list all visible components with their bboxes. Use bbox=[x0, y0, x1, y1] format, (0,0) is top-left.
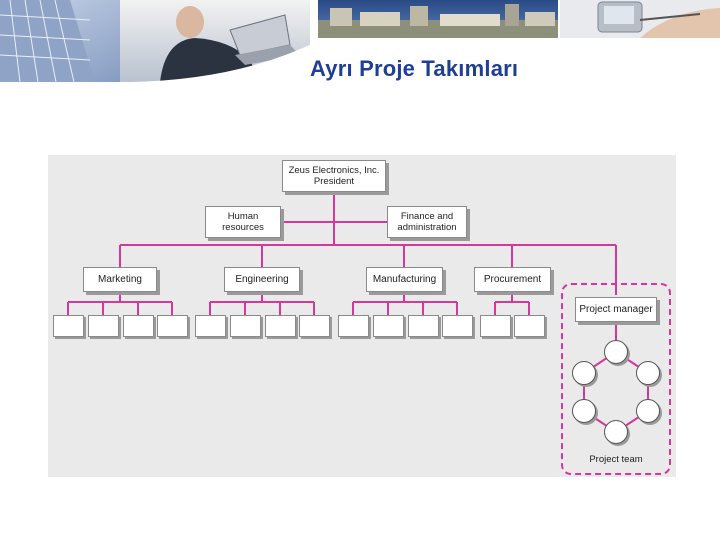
engineering-staff-box bbox=[299, 315, 330, 337]
project-team-label: Project team bbox=[589, 454, 643, 465]
project-manager-box: Project manager bbox=[575, 297, 657, 322]
procurement-box: Procurement bbox=[474, 267, 551, 292]
procurement-staff-box bbox=[480, 315, 511, 337]
engineering-staff-box bbox=[265, 315, 296, 337]
marketing-box: Marketing bbox=[83, 267, 157, 292]
header-banner bbox=[0, 0, 720, 82]
team-member-node bbox=[636, 361, 660, 385]
manufacturing-staff-box bbox=[442, 315, 473, 337]
pda-hand-photo bbox=[560, 0, 720, 38]
marketing-staff-box bbox=[157, 315, 188, 337]
marketing-staff-box bbox=[123, 315, 154, 337]
marketing-staff-box bbox=[88, 315, 119, 337]
team-member-node bbox=[572, 399, 596, 423]
team-member-node bbox=[572, 361, 596, 385]
businessman-laptop-photo bbox=[120, 0, 310, 82]
team-member-node bbox=[636, 399, 660, 423]
project-team-boundary bbox=[561, 283, 671, 475]
manufacturing-box: Manufacturing bbox=[366, 267, 443, 292]
finance-administration-box: Finance and administration bbox=[387, 206, 467, 238]
procurement-staff-box bbox=[514, 315, 545, 337]
human-resources-box: Human resources bbox=[205, 206, 281, 238]
org-chart-diagram: Zeus Electronics, Inc. President Human r… bbox=[48, 155, 676, 477]
team-member-node bbox=[604, 340, 628, 364]
marketing-staff-box bbox=[53, 315, 84, 337]
manufacturing-staff-box bbox=[408, 315, 439, 337]
team-member-node bbox=[604, 420, 628, 444]
campus-panorama-photo bbox=[318, 0, 558, 38]
engineering-staff-box bbox=[230, 315, 261, 337]
manufacturing-staff-box bbox=[338, 315, 369, 337]
slide-title: Ayrı Proje Takımları bbox=[310, 56, 519, 81]
engineering-box: Engineering bbox=[224, 267, 300, 292]
ceo-box: Zeus Electronics, Inc. President bbox=[282, 160, 386, 192]
manufacturing-staff-box bbox=[373, 315, 404, 337]
engineering-staff-box bbox=[195, 315, 226, 337]
